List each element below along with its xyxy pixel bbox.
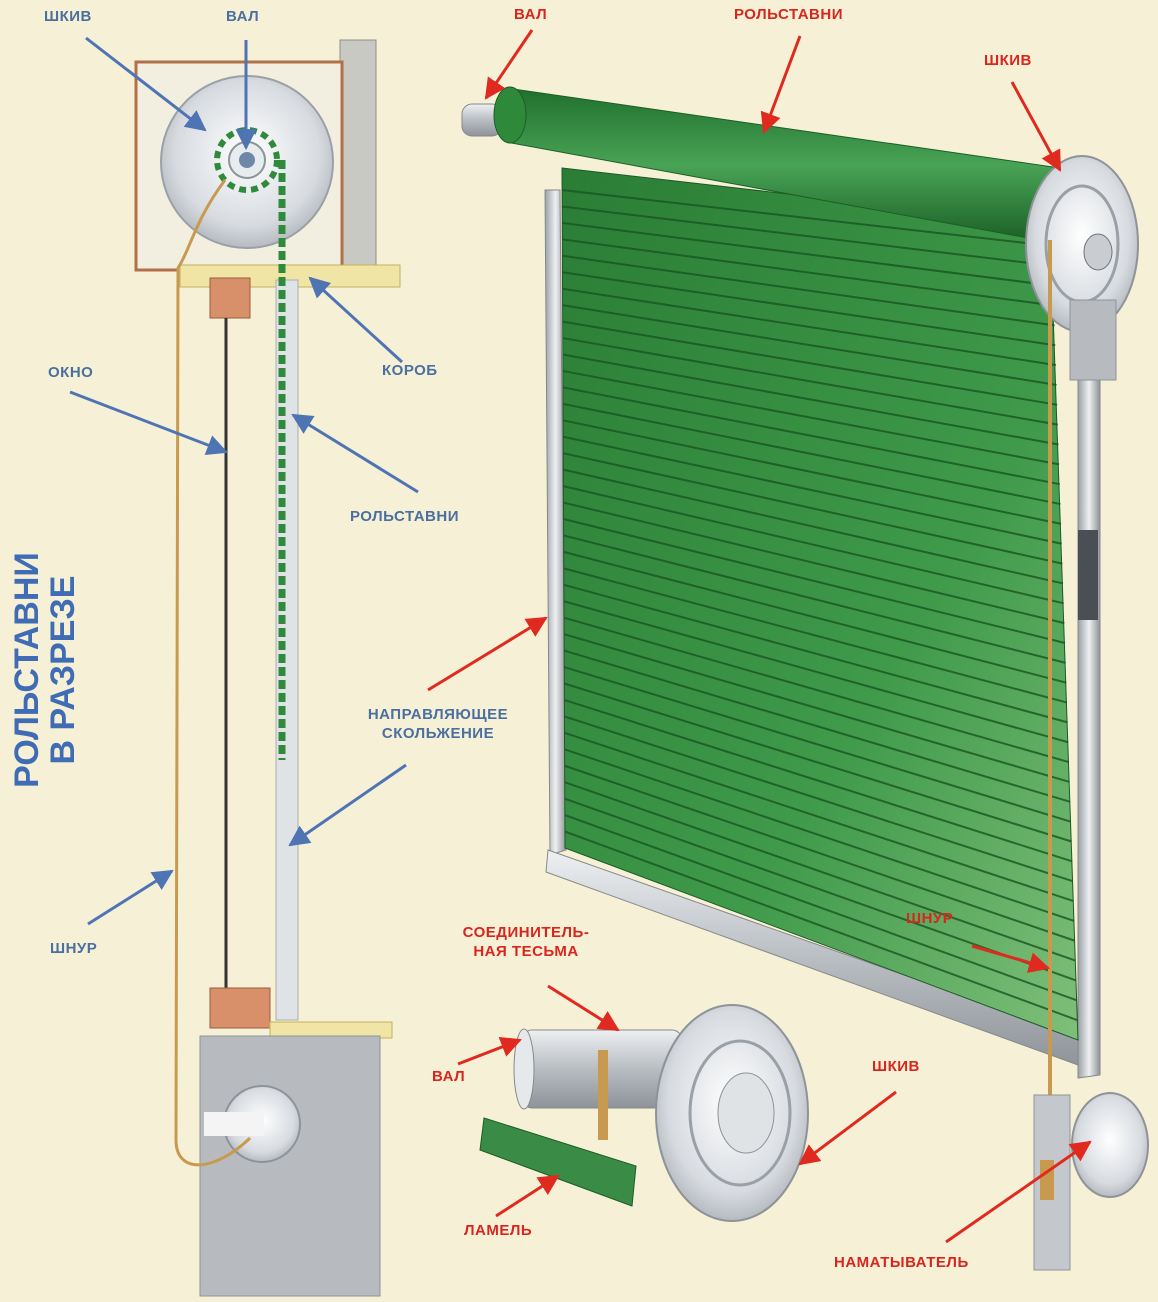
shutter-slat-line <box>562 254 1055 327</box>
section-guide-rail <box>275 160 299 1021</box>
shutter-slat-line <box>562 452 1063 565</box>
view-pulley <box>1025 155 1139 381</box>
shutter-slat-line <box>562 320 1058 406</box>
view-shutter-curtain <box>561 167 1079 1041</box>
shutter-slat-line <box>564 781 1076 962</box>
label-section-guide-line1: НАПРАВЛЯЮЩЕЕ <box>367 706 509 723</box>
label-view-shutters: РОЛЬСТАВНИ <box>734 6 843 23</box>
shutter-slat-line <box>563 649 1071 803</box>
shutter-slat-line <box>562 353 1059 446</box>
shutter-slat-line <box>563 666 1072 823</box>
title-line2: В РАЗРЕЗЕ <box>43 575 82 765</box>
title-line1: РОЛЬСТАВНИ <box>8 552 46 788</box>
label-view-pulley: ШКИВ <box>984 52 1032 69</box>
shutter-slat-line <box>562 238 1055 307</box>
label-detail-tape: СОЕДИНИТЕЛЬ- НАЯ ТЕСЬМА <box>434 924 618 962</box>
shutter-slat-line <box>563 468 1064 585</box>
label-section-box: КОРОБ <box>382 362 438 379</box>
shutter-slat-line <box>563 501 1065 625</box>
section-arrows <box>69 36 419 926</box>
label-detail-tape-line1: СОЕДИНИТЕЛЬ- <box>462 924 590 941</box>
shutter-slat-line <box>562 419 1062 525</box>
label-detail-shaft: ВАЛ <box>432 1068 466 1085</box>
label-section-cord: ШНУР <box>50 940 98 957</box>
shutter-slat-line <box>561 189 1053 247</box>
label-view-shaft: ВАЛ <box>514 6 548 23</box>
shutter-slat-line <box>562 435 1062 545</box>
shutter-slat-line <box>562 369 1060 466</box>
shutter-slat-line <box>563 485 1064 605</box>
label-section-shutters: РОЛЬСТАВНИ <box>350 508 459 525</box>
shutter-slat-line <box>564 830 1078 1022</box>
label-section-pulley: ШКИВ <box>44 8 92 25</box>
shutter-slat-line <box>562 271 1056 347</box>
label-section-guide: НАПРАВЛЯЮЩЕЕ СКОЛЬЖЕНИЕ <box>330 706 546 744</box>
shutter-slat-line <box>563 567 1068 704</box>
label-detail-tape-line2: НАЯ ТЕСЬМА <box>473 942 579 960</box>
view-frame <box>544 189 1101 1079</box>
shutter-slat-line <box>562 221 1054 287</box>
view-arrows <box>427 29 1092 1244</box>
shutter-slat-line <box>564 748 1075 922</box>
label-view-cord: ШНУР <box>906 910 954 927</box>
label-section-guide-line2: СКОЛЬЖЕНИЕ <box>381 724 495 742</box>
diagram-title: РОЛЬСТАВНИ В РАЗРЕЗЕ <box>8 520 82 820</box>
label-detail-pulley: ШКИВ <box>872 1058 920 1075</box>
shutter-slat-line <box>564 814 1078 1002</box>
shutter-slat-line <box>562 304 1057 386</box>
view-cord-and-winder <box>1033 240 1149 1271</box>
shutter-slat-line <box>562 337 1059 426</box>
shutter-slat-line <box>563 518 1066 644</box>
shutter-slat-line <box>562 287 1057 367</box>
shutter-slat-line <box>561 205 1053 267</box>
label-section-shaft: ВАЛ <box>226 8 260 25</box>
detail-shaft-assembly <box>479 1004 809 1222</box>
shutter-slat-line <box>563 616 1070 764</box>
shutter-slat-line <box>563 633 1070 783</box>
shutter-slat-line <box>563 583 1068 724</box>
shutter-slat-line <box>564 731 1074 902</box>
shutter-slat-line <box>564 698 1073 863</box>
shutter-slat-line <box>563 600 1069 744</box>
shutter-slat-line <box>562 386 1060 486</box>
shutter-slat-line <box>563 682 1072 843</box>
label-view-winder: НАМАТЫВАТЕЛЬ <box>834 1254 969 1271</box>
label-detail-slat: ЛАМЕЛЬ <box>464 1222 533 1239</box>
shutter-slat-line <box>564 715 1074 883</box>
section-cord <box>174 179 252 1167</box>
shutter-slat-line <box>564 764 1076 942</box>
shutter-slat-line <box>563 534 1066 664</box>
shutter-slat-line <box>562 402 1061 506</box>
shutter-slat-line <box>563 550 1067 684</box>
label-section-window: ОКНО <box>48 364 94 381</box>
